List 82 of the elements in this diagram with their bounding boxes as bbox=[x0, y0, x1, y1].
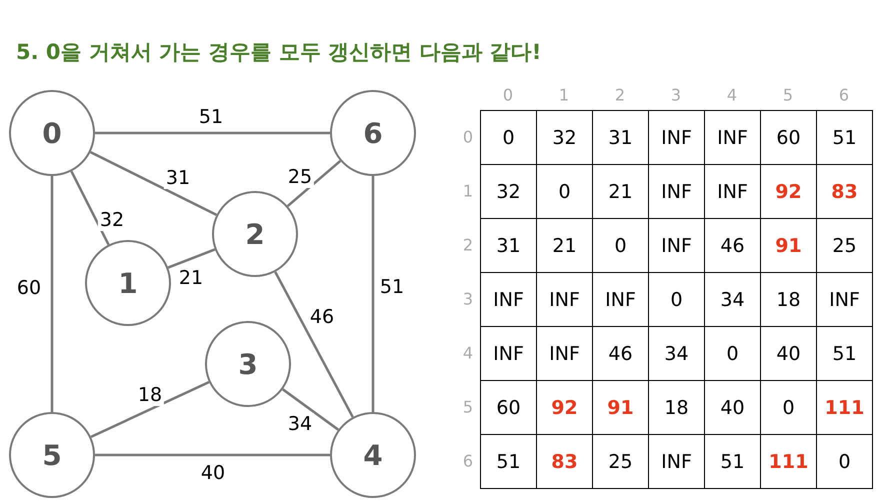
distance-value: INF bbox=[717, 180, 748, 202]
updated-distance-value: 92 bbox=[775, 180, 802, 202]
distance-value: 51 bbox=[720, 450, 745, 472]
connector-line bbox=[50, 176, 54, 412]
distance-value: 40 bbox=[776, 342, 801, 364]
connector-line bbox=[372, 176, 374, 412]
distance-value: INF bbox=[493, 342, 524, 364]
title: 5. 0을 거쳐서 가는 경우를 모두 갱신하면 다음과 같다! bbox=[16, 39, 542, 66]
distance-value: INF bbox=[661, 234, 692, 256]
column-index: 4 bbox=[726, 86, 738, 104]
distance-value: 51 bbox=[832, 126, 857, 148]
column-index: 3 bbox=[670, 86, 682, 104]
connector-line bbox=[90, 380, 210, 438]
row-index: 5 bbox=[462, 398, 474, 416]
distance-value: INF bbox=[661, 126, 692, 148]
connector-line bbox=[274, 271, 354, 418]
distance-value: 0 bbox=[838, 450, 851, 472]
vertex-circle: 4 bbox=[330, 412, 416, 498]
distance-value: 31 bbox=[496, 234, 521, 256]
distance-value: 0 bbox=[670, 288, 683, 310]
distance-value: INF bbox=[661, 180, 692, 202]
updated-distance-value: 92 bbox=[551, 396, 578, 418]
distance-value: 34 bbox=[720, 288, 745, 310]
row-index: 2 bbox=[462, 236, 474, 254]
distance-value: 51 bbox=[496, 450, 521, 472]
column-index: 0 bbox=[502, 86, 514, 104]
distance-value: 0 bbox=[726, 342, 739, 364]
connector-line bbox=[286, 160, 342, 207]
vertex-circle: 0 bbox=[9, 90, 95, 176]
distance-value: 46 bbox=[608, 342, 633, 364]
distance-value: 40 bbox=[720, 396, 745, 418]
connector-line bbox=[70, 170, 110, 246]
distance-value: INF bbox=[717, 126, 748, 148]
vertex-circle: 3 bbox=[205, 321, 291, 407]
updated-distance-value: 83 bbox=[831, 180, 858, 202]
distance-value: 46 bbox=[720, 234, 745, 256]
row-index: 6 bbox=[462, 452, 474, 470]
distance-value: 25 bbox=[608, 450, 633, 472]
distance-value: INF bbox=[829, 288, 860, 310]
distance-value: 25 bbox=[832, 234, 857, 256]
row-index: 4 bbox=[462, 344, 474, 362]
vertex-circle: 2 bbox=[212, 191, 298, 277]
row-index: 0 bbox=[462, 128, 474, 146]
distance-value: 0 bbox=[558, 180, 571, 202]
distance-value: 0 bbox=[782, 396, 795, 418]
column-index: 6 bbox=[838, 86, 850, 104]
column-index: 5 bbox=[782, 86, 794, 104]
connector-line bbox=[282, 388, 339, 431]
distance-value: 32 bbox=[496, 180, 521, 202]
column-index: 2 bbox=[614, 86, 626, 104]
row-index: 3 bbox=[462, 290, 474, 308]
distance-value: INF bbox=[549, 288, 580, 310]
updated-distance-value: 111 bbox=[824, 396, 864, 418]
distance-value: 34 bbox=[664, 342, 689, 364]
distance-value: INF bbox=[605, 288, 636, 310]
row-index: 1 bbox=[462, 182, 474, 200]
distance-value: 60 bbox=[496, 396, 521, 418]
distance-value: INF bbox=[493, 288, 524, 310]
column-index: 1 bbox=[558, 86, 570, 104]
vertex-circle: 1 bbox=[85, 240, 171, 326]
distance-value: 21 bbox=[552, 234, 577, 256]
distance-value: 18 bbox=[776, 288, 801, 310]
connector-line bbox=[90, 151, 218, 216]
updated-distance-value: 91 bbox=[775, 234, 802, 256]
distance-value: INF bbox=[661, 450, 692, 472]
distance-value: 32 bbox=[552, 126, 577, 148]
distance-value: 21 bbox=[608, 180, 633, 202]
vertex-circle: 5 bbox=[9, 412, 95, 498]
updated-distance-value: 111 bbox=[768, 450, 808, 472]
connector-line bbox=[95, 454, 330, 456]
distance-value: 18 bbox=[664, 396, 689, 418]
distance-value: 0 bbox=[614, 234, 627, 256]
connector-line bbox=[168, 248, 216, 269]
updated-distance-value: 83 bbox=[551, 450, 578, 472]
distance-value: 51 bbox=[832, 342, 857, 364]
vertex-circle: 6 bbox=[330, 90, 416, 176]
distance-value: 0 bbox=[502, 126, 515, 148]
distance-value: 60 bbox=[776, 126, 801, 148]
distance-value: INF bbox=[549, 342, 580, 364]
connector-line bbox=[95, 132, 330, 134]
updated-distance-value: 91 bbox=[607, 396, 634, 418]
distance-value: 31 bbox=[608, 126, 633, 148]
